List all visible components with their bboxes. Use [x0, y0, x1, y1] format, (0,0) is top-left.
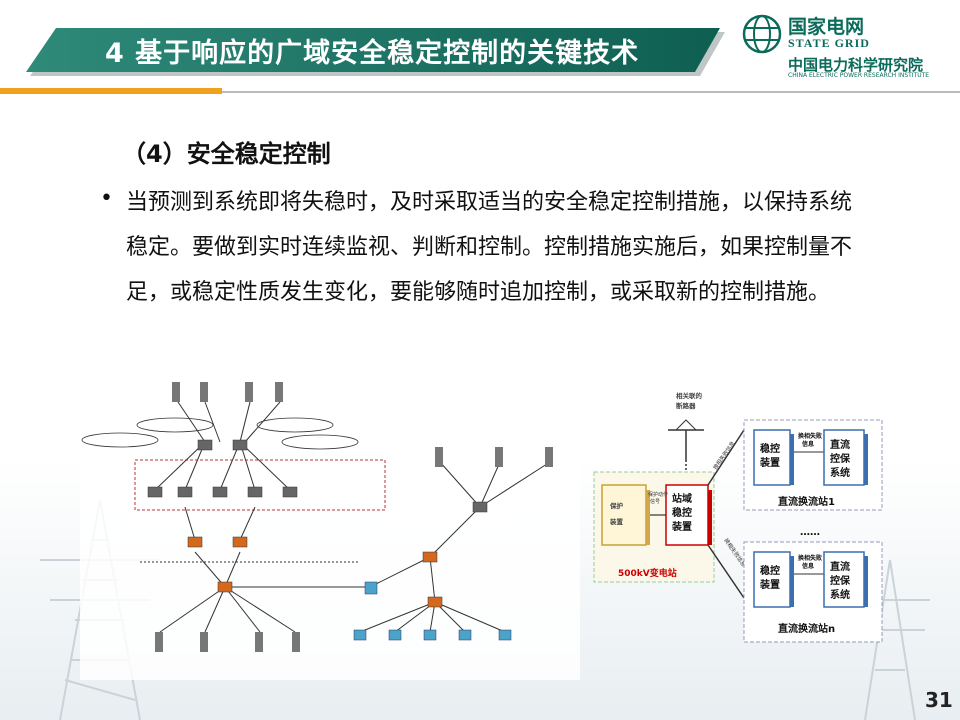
- svg-text:装置: 装置: [759, 456, 780, 469]
- svg-text:稳控: 稳控: [760, 442, 780, 455]
- svg-text:稳控: 稳控: [760, 564, 780, 577]
- title-banner: [26, 28, 725, 76]
- svg-text:保护动作: 保护动作: [648, 491, 668, 498]
- svg-text:信号: 信号: [650, 498, 660, 505]
- svg-text:换相失败信息: 换相失败信息: [711, 439, 737, 471]
- svg-text:500kV变电站: 500kV变电站: [618, 567, 677, 579]
- svg-text:……: ……: [800, 527, 820, 538]
- bullet-text: 当预测到系统即将失稳时，及时采取适当的安全稳定控制措施，以保持系统稳定。要做到实…: [126, 190, 853, 305]
- svg-text:装置: 装置: [759, 578, 780, 591]
- svg-text:控保: 控保: [830, 574, 851, 587]
- logo-en: STATE GRID: [788, 36, 870, 50]
- bullet-marker: •: [100, 186, 113, 211]
- logo-institute-cn: 中国电力科学研究院: [788, 56, 924, 74]
- svg-text:保护: 保护: [609, 501, 624, 510]
- svg-text:换相失败: 换相失败: [798, 554, 822, 562]
- grey-divider: [222, 91, 960, 93]
- svg-text:系统: 系统: [830, 466, 850, 479]
- svg-text:直流: 直流: [830, 560, 850, 573]
- svg-text:直流换流站n: 直流换流站n: [778, 622, 835, 635]
- svg-text:系统: 系统: [830, 588, 850, 601]
- logo-cn: 国家电网: [788, 16, 865, 38]
- svg-text:站域: 站域: [672, 492, 692, 505]
- orange-divider: [0, 88, 222, 94]
- svg-text:直流换流站1: 直流换流站1: [778, 495, 835, 508]
- page-number: 31: [925, 688, 953, 712]
- breaker-label-2: 断路器: [676, 401, 696, 410]
- svg-text:直流: 直流: [830, 438, 850, 451]
- section-title: （4）安全稳定控制: [122, 140, 331, 168]
- svg-text:稳控: 稳控: [672, 506, 692, 519]
- breaker-label-1: 相关联的: [676, 391, 703, 400]
- svg-text:信息: 信息: [802, 562, 814, 570]
- state-grid-globe-icon: [742, 14, 782, 54]
- svg-text:换相失败: 换相失败: [798, 432, 822, 440]
- state-grid-logo: 国家电网 STATE GRID 中国电力科学研究院 CHINA ELECTRIC…: [740, 10, 955, 82]
- wide-area-network-diagram: [80, 362, 580, 680]
- svg-text:控保: 控保: [830, 452, 851, 465]
- svg-text:装置: 装置: [671, 520, 692, 533]
- page-title: 4 基于响应的广域安全稳定控制的关键技术: [105, 38, 640, 69]
- station-control-diagram: 相关联的 断路器 保护 装置 站域 稳控 装置 保护动作 信号 500kV变电站…: [593, 391, 883, 643]
- svg-text:信息: 信息: [802, 440, 814, 448]
- svg-text:装置: 装置: [609, 517, 624, 526]
- logo-institute-en: CHINA ELECTRIC POWER RESEARCH INSTITUTE: [788, 72, 930, 79]
